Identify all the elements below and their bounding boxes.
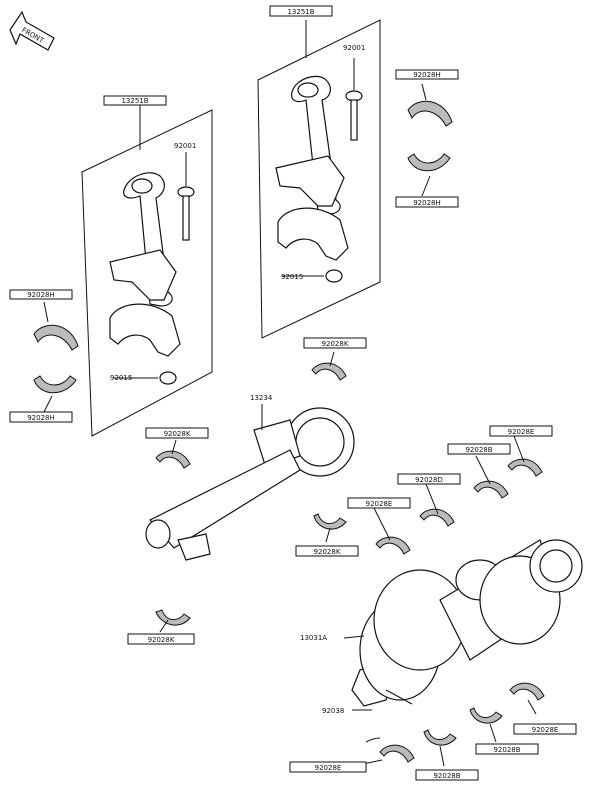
bearing-shell <box>509 682 545 701</box>
part-label-13251b-right: 13251B <box>269 5 333 17</box>
svg-text:92028E: 92028E <box>532 726 559 734</box>
svg-text:92028K: 92028K <box>322 340 349 348</box>
svg-text:13031A: 13031A <box>300 634 327 642</box>
part-label-92028b-2: 92028B <box>475 743 539 755</box>
front-arrow-icon: FRONT <box>9 10 55 51</box>
svg-text:13234: 13234 <box>250 394 273 402</box>
part-label-92028e-2: 92028E <box>347 497 411 509</box>
part-label-92038: 92038 <box>322 707 344 715</box>
bearing-shells <box>33 100 545 763</box>
bearing-shell <box>423 729 457 746</box>
bearing-shell <box>311 362 347 381</box>
bearing-shell <box>469 707 503 724</box>
svg-text:92028B: 92028B <box>493 746 520 754</box>
svg-text:92028E: 92028E <box>508 428 535 436</box>
part-label-92028e-4: 92028E <box>289 761 367 773</box>
svg-text:92028H: 92028H <box>27 414 55 422</box>
part-label-92028k-1: 92028K <box>303 337 367 349</box>
part-label-92015-right: 92015 <box>281 273 303 281</box>
bearing-shell <box>155 609 191 626</box>
bearing-shell <box>33 324 79 351</box>
bearing-shell <box>155 450 191 469</box>
part-label-92028h-l2: 92028H <box>9 411 73 423</box>
part-label-92028h-l1: 92028H <box>9 289 73 300</box>
bearing-shell <box>313 513 347 530</box>
part-label-92028k-4: 92028K <box>127 633 195 645</box>
part-label-92028d-1: 92028D <box>397 473 461 485</box>
part-label-92028b-1: 92028B <box>447 443 511 455</box>
svg-text:92028B: 92028B <box>465 446 492 454</box>
part-label-92001-left: 92001 <box>174 142 196 150</box>
part-label-92028h-r2: 92028H <box>395 196 459 208</box>
svg-text:92028H: 92028H <box>413 71 441 79</box>
part-label-92001-right: 92001 <box>343 44 365 52</box>
crankshaft <box>351 539 583 743</box>
part-label-92028k-3: 92028K <box>295 545 359 557</box>
bearing-shell <box>379 744 415 763</box>
svg-text:92015: 92015 <box>281 273 303 281</box>
bearing-shell <box>419 508 455 527</box>
svg-text:92028H: 92028H <box>27 291 55 299</box>
part-label-13251b-left: 13251B <box>103 95 167 106</box>
svg-text:92028K: 92028K <box>314 548 341 556</box>
svg-text:92028B: 92028B <box>433 772 460 780</box>
part-label-92015-left: 92015 <box>110 374 132 382</box>
conrod-assembly-left <box>81 105 213 437</box>
svg-text:92001: 92001 <box>174 142 196 150</box>
svg-text:92038: 92038 <box>322 707 344 715</box>
bearing-shell <box>407 100 453 127</box>
conrod-assembly-right <box>257 19 381 339</box>
svg-text:13251B: 13251B <box>121 97 148 105</box>
svg-text:92028K: 92028K <box>148 636 175 644</box>
part-label-13031a: 13031A <box>300 634 327 642</box>
svg-text:92001: 92001 <box>343 44 365 52</box>
svg-text:92028H: 92028H <box>413 199 441 207</box>
svg-text:92028K: 92028K <box>164 430 191 438</box>
part-label-13234: 13234 <box>250 394 273 402</box>
bearing-shell <box>33 375 77 394</box>
bearing-shell <box>375 536 411 555</box>
part-label-92028k-2: 92028K <box>145 427 209 439</box>
svg-text:92028E: 92028E <box>366 500 393 508</box>
bearing-shell <box>507 458 543 477</box>
part-label-92028h-r1: 92028H <box>395 69 459 80</box>
part-label-92028b-3: 92028B <box>415 769 479 781</box>
svg-text:92028D: 92028D <box>415 476 443 484</box>
svg-text:13251B: 13251B <box>287 8 314 16</box>
balancer-shaft <box>145 407 355 561</box>
svg-text:92015: 92015 <box>110 374 132 382</box>
bearing-shell <box>473 480 509 499</box>
part-label-92028e-1: 92028E <box>489 425 553 437</box>
bearing-shell <box>407 153 451 172</box>
svg-text:92028E: 92028E <box>315 764 342 772</box>
part-label-92028e-3: 92028E <box>513 723 577 735</box>
